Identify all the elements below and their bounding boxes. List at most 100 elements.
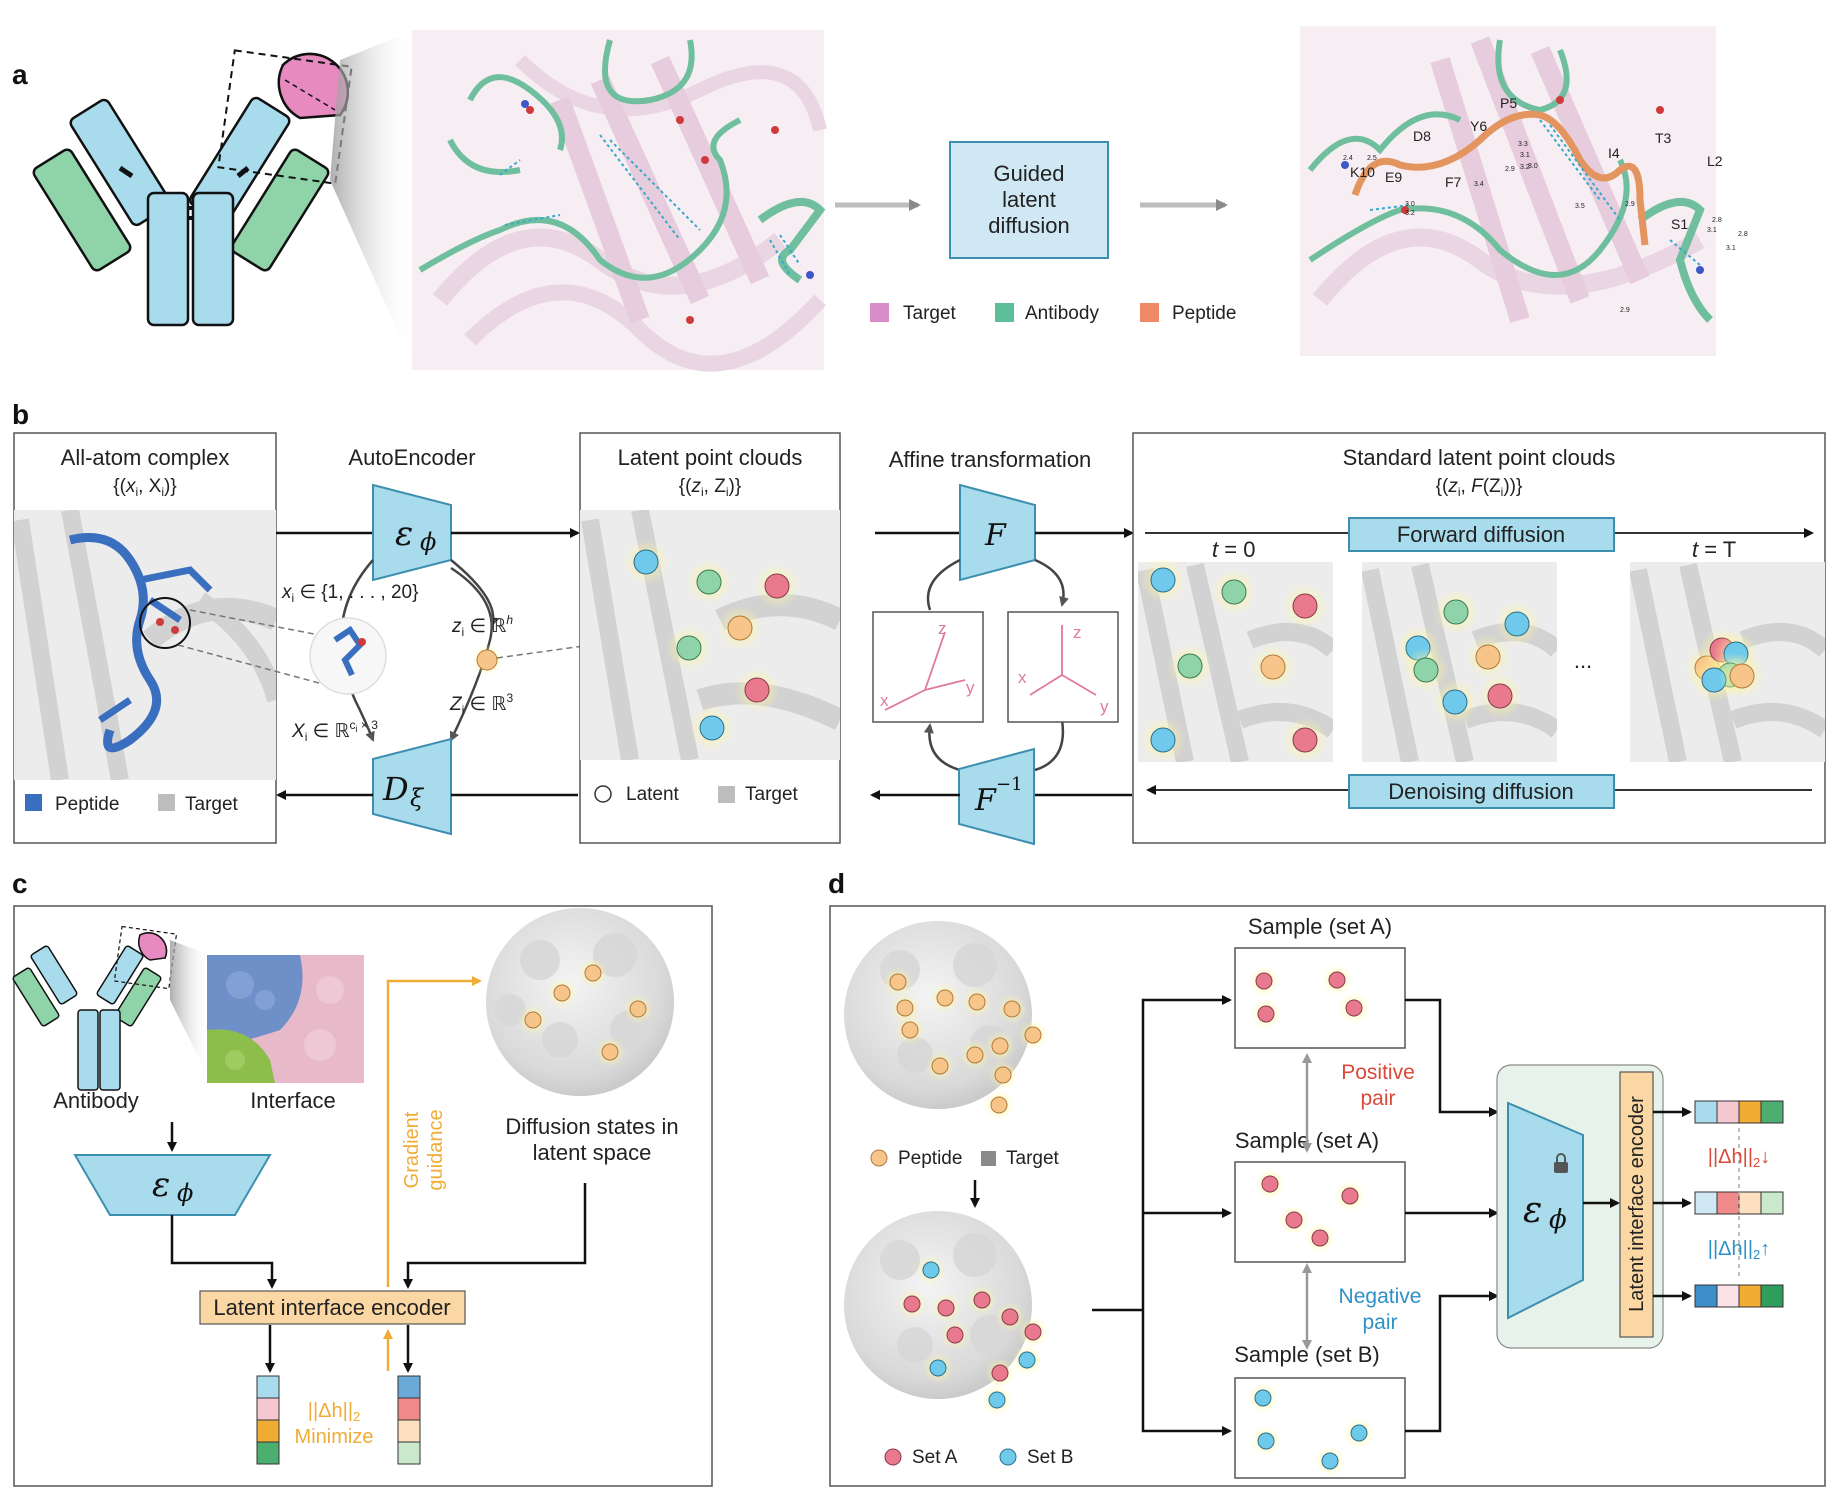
diffusion-point: [1221, 579, 1247, 605]
set-point: [991, 1037, 1009, 1055]
res-d8: D8: [1413, 128, 1431, 144]
set-point: [991, 1364, 1009, 1382]
set-point: [988, 1391, 1006, 1409]
residue-oxygen: [358, 638, 366, 646]
embedding-vector-d-bottom: [1694, 1284, 1784, 1308]
legend-target: Target: [903, 303, 957, 324]
allatom-subtitle: {(xi, Xi)}: [113, 476, 176, 499]
allatom-title: All-atom complex: [61, 445, 230, 470]
legend-d-peptide: Peptide: [898, 1148, 962, 1169]
lie-label-c: Latent interface encoder: [213, 1295, 450, 1320]
dist-12: 2.8: [1712, 217, 1722, 224]
latent-point: [699, 715, 725, 741]
lie-label-d: Latent interface encoder: [1626, 1096, 1648, 1312]
f-loop-right-top: [1034, 558, 1069, 607]
finv-exp: −1: [996, 774, 1023, 795]
latent-points: [623, 539, 800, 751]
sample-point: [1311, 1229, 1329, 1247]
axis-label-y-right: y: [1100, 697, 1109, 716]
panel-label-a: a: [12, 59, 28, 90]
zoom-cone-c: [170, 940, 210, 1080]
guided-line2: latent: [1002, 187, 1056, 212]
split-arrow-a1: [1141, 995, 1232, 1310]
dist-10: 3.5: [1575, 203, 1585, 210]
dist-11: 2.9: [1625, 201, 1635, 208]
arrow-encoder-to-lie: [170, 1215, 277, 1289]
encoder-c-symbol: ε: [152, 1165, 170, 1205]
negative-line2: pair: [1362, 1311, 1397, 1334]
diffusion-state-point: [601, 1043, 619, 1061]
sample-a1-box: [1234, 947, 1406, 1049]
sample-point: [1285, 1211, 1303, 1229]
decoder-trapezoid: [372, 737, 452, 836]
set-point: [889, 973, 907, 991]
dist-1: 3.3: [1518, 141, 1528, 148]
res-l2: L2: [1707, 153, 1723, 169]
latent-interface-encoder-d: [1619, 1071, 1654, 1338]
zoom-line-2: [177, 644, 346, 691]
enc-to-zi: [450, 559, 500, 627]
diffusion-point: [1292, 593, 1318, 619]
diffusion-point: [1475, 644, 1501, 670]
sample-point: [1345, 999, 1363, 1017]
dist-2: 3.1: [1520, 152, 1530, 159]
axes-box-left: [872, 611, 984, 723]
decoder-sub: ξ: [410, 784, 425, 812]
set-point: [968, 993, 986, 1011]
zi-point: [476, 649, 498, 671]
sample-point: [1328, 971, 1346, 989]
sample-point: [1254, 1389, 1272, 1407]
panel-label-b: b: [12, 399, 29, 430]
axis-label-x-right: x: [1018, 668, 1027, 687]
negative-line1: Negative: [1339, 1285, 1422, 1308]
loop-right: [449, 566, 493, 742]
dist-14: 2.8: [1738, 231, 1748, 238]
antibody-cartoon-large: [32, 49, 353, 327]
dist-8: 2.9: [1505, 166, 1515, 173]
set-point: [990, 1096, 1008, 1114]
set-point: [931, 1057, 949, 1075]
set-point: [1018, 1351, 1036, 1369]
diffusion-ellipsis: ...: [1574, 648, 1592, 673]
Xi-def: Xi ∈ ℝci × 3: [291, 718, 378, 744]
zoom-circle: [139, 597, 191, 649]
dist-9: 3.2: [1520, 164, 1530, 171]
diffusion-state-point: [629, 1000, 647, 1018]
dist-3: 2.5: [1367, 155, 1377, 162]
set-point: [973, 1291, 991, 1309]
set-point: [994, 1066, 1012, 1084]
legend-d-bottom: Set A Set B: [884, 1447, 1073, 1468]
f-symbol: F: [984, 518, 1007, 553]
legend-d-setb: Set B: [1027, 1447, 1073, 1468]
latent-point: [633, 549, 659, 575]
f-loop-right-bottom: [1034, 719, 1065, 772]
arrow-a1-to-enc: [1405, 998, 1499, 1117]
latent-point: [676, 635, 702, 661]
diffusion-state-point: [553, 984, 571, 1002]
set-point: [896, 999, 914, 1017]
diffusion-point: [1729, 663, 1755, 689]
axis-label-z-left: z: [938, 619, 947, 638]
legend-a: Target Antibody Peptide: [870, 303, 1236, 324]
zoom-cone-a: [330, 30, 415, 370]
diffusion-point: [1292, 727, 1318, 753]
axis-label-x-left: x: [880, 691, 889, 710]
antibody-label-c: Antibody: [53, 1088, 139, 1113]
axes-left: [884, 631, 966, 711]
xi-def: xi ∈ {1, . . . , 20}: [281, 582, 418, 605]
dist-5: 3.2: [1405, 210, 1415, 217]
sample-b-label: Sample (set B): [1234, 1342, 1380, 1367]
diffusion-points: [1140, 557, 1765, 763]
latent-points-c: [517, 957, 654, 1068]
res-t3: T3: [1655, 130, 1672, 146]
panel-label-c: c: [12, 868, 28, 899]
sample-a1-label: Sample (set A): [1248, 914, 1392, 939]
legend-b1: Peptide Target: [25, 794, 239, 815]
panel-label-d: d: [828, 868, 845, 899]
set-point: [946, 1326, 964, 1344]
encoder-d-symbol: ε: [1523, 1190, 1542, 1231]
points-d: [882, 966, 1049, 1416]
diffusion-point: [1177, 653, 1203, 679]
tT-label: t = T: [1692, 537, 1736, 562]
